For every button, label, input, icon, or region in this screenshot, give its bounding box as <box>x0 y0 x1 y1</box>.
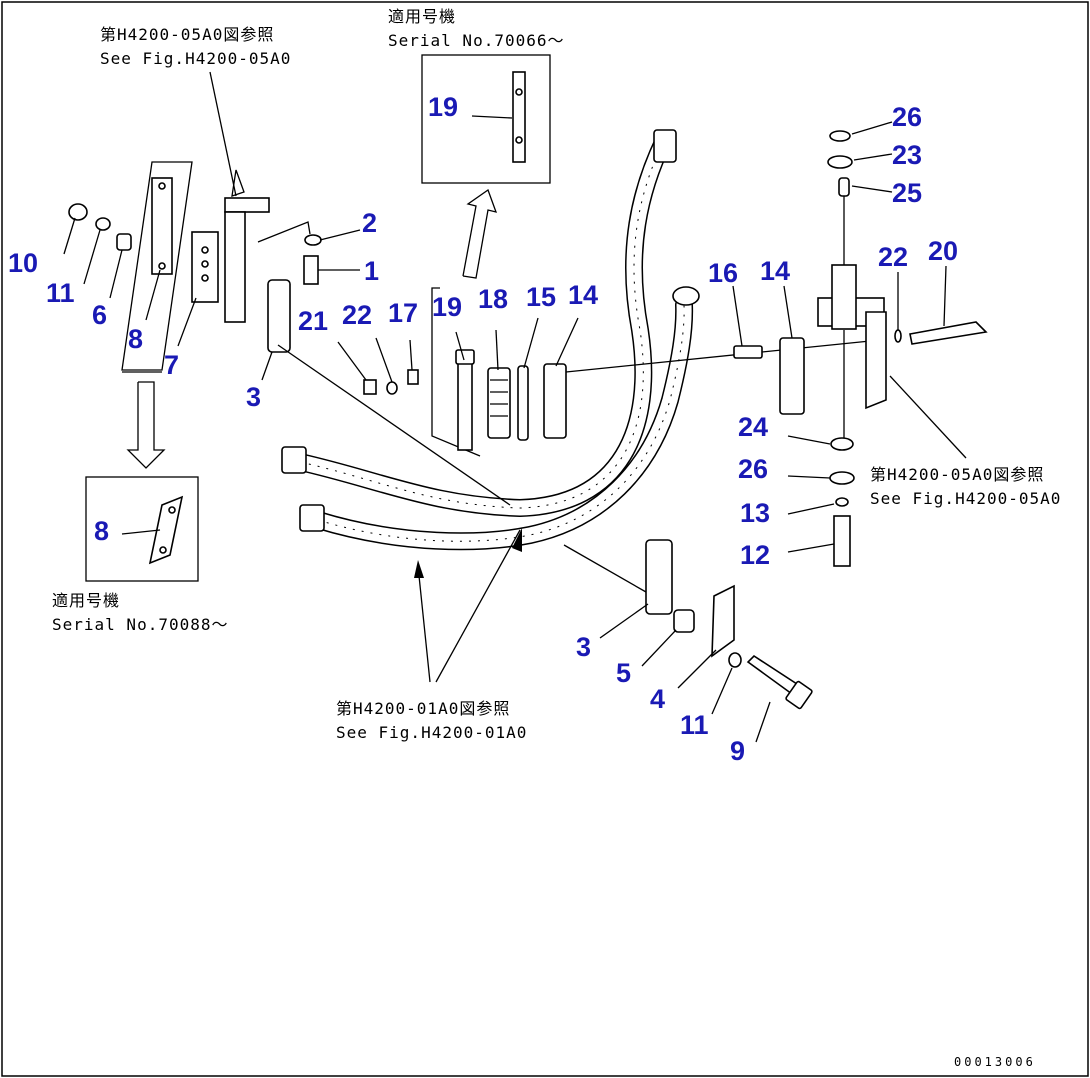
ref-right-jp: 第H4200-05A0図参照 <box>870 465 1044 484</box>
part-3-clamp-lower <box>645 539 673 615</box>
part-25-spacer <box>838 177 850 197</box>
callout-10: 10 <box>8 248 38 278</box>
part-6-collar <box>116 233 132 251</box>
part-8-strip <box>151 177 173 275</box>
part-18-rubber <box>487 367 511 439</box>
callout-19-middle: 19 <box>432 292 462 322</box>
callout-21: 21 <box>298 306 328 336</box>
bracket-plate-right-vertical <box>865 311 887 410</box>
callout-5: 5 <box>616 658 631 688</box>
callout-20: 20 <box>928 236 958 266</box>
callout-22-middle: 22 <box>342 300 372 330</box>
callout-3-upper: 3 <box>246 382 261 412</box>
callout-14-middle: 14 <box>568 280 598 310</box>
detail-box-part-19 <box>421 54 551 279</box>
hose-fitting-left-lower <box>299 504 325 532</box>
callout-4: 4 <box>650 684 665 714</box>
part-21-nut <box>363 379 377 395</box>
part-16-pin <box>733 345 763 359</box>
part-25-rod-body <box>831 264 857 330</box>
ref-bottom-left-serial-jp: 適用号機 <box>52 591 120 610</box>
clamp-group-bottom <box>563 539 813 743</box>
part-12-bolt <box>833 515 851 567</box>
hose-fitting-top <box>653 129 677 163</box>
callout-9: 9 <box>730 736 745 766</box>
part-8-outline <box>121 161 193 371</box>
callout-11-lower: 11 <box>680 710 709 740</box>
part-10-nut <box>68 203 88 221</box>
bracket-group-left <box>63 71 511 506</box>
ref-top-serial-en: Serial No.70066～ <box>388 31 565 50</box>
hose-fitting-clamp <box>672 286 700 306</box>
hose-assembly <box>281 129 700 551</box>
callout-16: 16 <box>708 258 738 288</box>
part-4-bracket <box>711 584 735 658</box>
part-26-washer-bottom <box>829 471 855 485</box>
callout-13: 13 <box>740 498 770 528</box>
callout-15: 15 <box>526 282 556 312</box>
callout-6: 6 <box>92 300 107 330</box>
callout-18: 18 <box>478 284 508 314</box>
bracket-plate-vertical <box>224 211 246 323</box>
part-24-washer <box>830 437 854 451</box>
part-19-detail <box>512 71 526 163</box>
callout-3-lower: 3 <box>576 632 591 662</box>
part-20-bolt <box>909 321 988 345</box>
part-11-washer <box>95 217 111 231</box>
part-3-clamp-upper <box>267 279 291 353</box>
ref-bottom-center-en: See Fig.H4200-01A0 <box>336 723 527 742</box>
part-5-collar <box>673 609 695 633</box>
part-2-washer <box>304 234 322 246</box>
callout-8-detail: 8 <box>94 516 109 546</box>
callout-26-top: 26 <box>892 102 922 132</box>
clamp-group-middle <box>337 287 881 457</box>
part-15-spacer <box>517 365 529 441</box>
part-22-washer-left <box>386 381 398 395</box>
ref-right-en: See Fig.H4200-05A0 <box>870 489 1061 508</box>
callout-7: 7 <box>164 350 179 380</box>
callout-19-detail: 19 <box>428 92 458 122</box>
callout-22-right: 22 <box>878 242 908 272</box>
callout-11-upper: 11 <box>46 278 75 308</box>
drawing-code: 00013006 <box>954 1055 1036 1069</box>
part-22-washer-right <box>894 329 902 343</box>
part-13-lockwasher <box>835 497 849 507</box>
part-1-bolt <box>303 255 319 285</box>
part-23-nut <box>827 155 853 169</box>
part-19-plate <box>457 357 473 451</box>
part-14-clamp-right <box>779 337 805 415</box>
ref-top-left-en: See Fig.H4200-05A0 <box>100 49 291 68</box>
callout-26-bottom: 26 <box>738 454 768 484</box>
detail-box-part-8 <box>85 476 199 582</box>
part-26-washer-top <box>829 130 851 142</box>
ref-top-serial-jp: 適用号機 <box>388 7 456 26</box>
callout-2: 2 <box>362 208 377 238</box>
callout-23: 23 <box>892 140 922 170</box>
callout-14-right: 14 <box>760 256 790 286</box>
callout-17: 17 <box>388 298 418 328</box>
bracket-plate-top <box>224 197 270 213</box>
part-11-washer-lower <box>728 652 742 668</box>
hose-fitting-left-upper <box>281 446 307 474</box>
hose-reference-leaders <box>414 528 522 683</box>
ref-top-left-jp: 第H4200-05A0図参照 <box>100 25 274 44</box>
callout-24: 24 <box>738 412 768 442</box>
callout-8-upper: 8 <box>128 324 143 354</box>
part-14-clamp-left <box>543 363 567 439</box>
callout-12: 12 <box>740 540 770 570</box>
ref-bottom-center-jp: 第H4200-01A0図参照 <box>336 699 510 718</box>
ref-bottom-left-serial-en: Serial No.70088～ <box>52 615 229 634</box>
callout-25: 25 <box>892 178 922 208</box>
callout-1: 1 <box>364 256 379 286</box>
part-17-spacer <box>407 369 419 385</box>
bracket-group-right <box>732 121 988 567</box>
